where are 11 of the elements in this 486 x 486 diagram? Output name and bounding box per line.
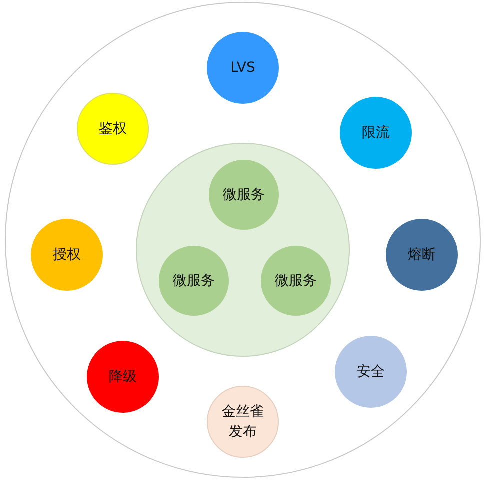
feature-circle: 鉴权	[77, 93, 149, 165]
feature-circle: 降级	[87, 341, 159, 413]
feature-circle: 金丝雀发布	[207, 386, 279, 458]
feature-circle: 授权	[31, 219, 103, 291]
service-circle: 微服务	[159, 246, 229, 316]
service-circle: 微服务	[209, 160, 279, 230]
service-circle: 微服务	[261, 246, 331, 316]
feature-circle: LVS	[207, 32, 279, 104]
feature-circle: 熔断	[386, 219, 458, 291]
feature-circle: 限流	[340, 97, 412, 169]
feature-circle: 安全	[335, 336, 407, 408]
